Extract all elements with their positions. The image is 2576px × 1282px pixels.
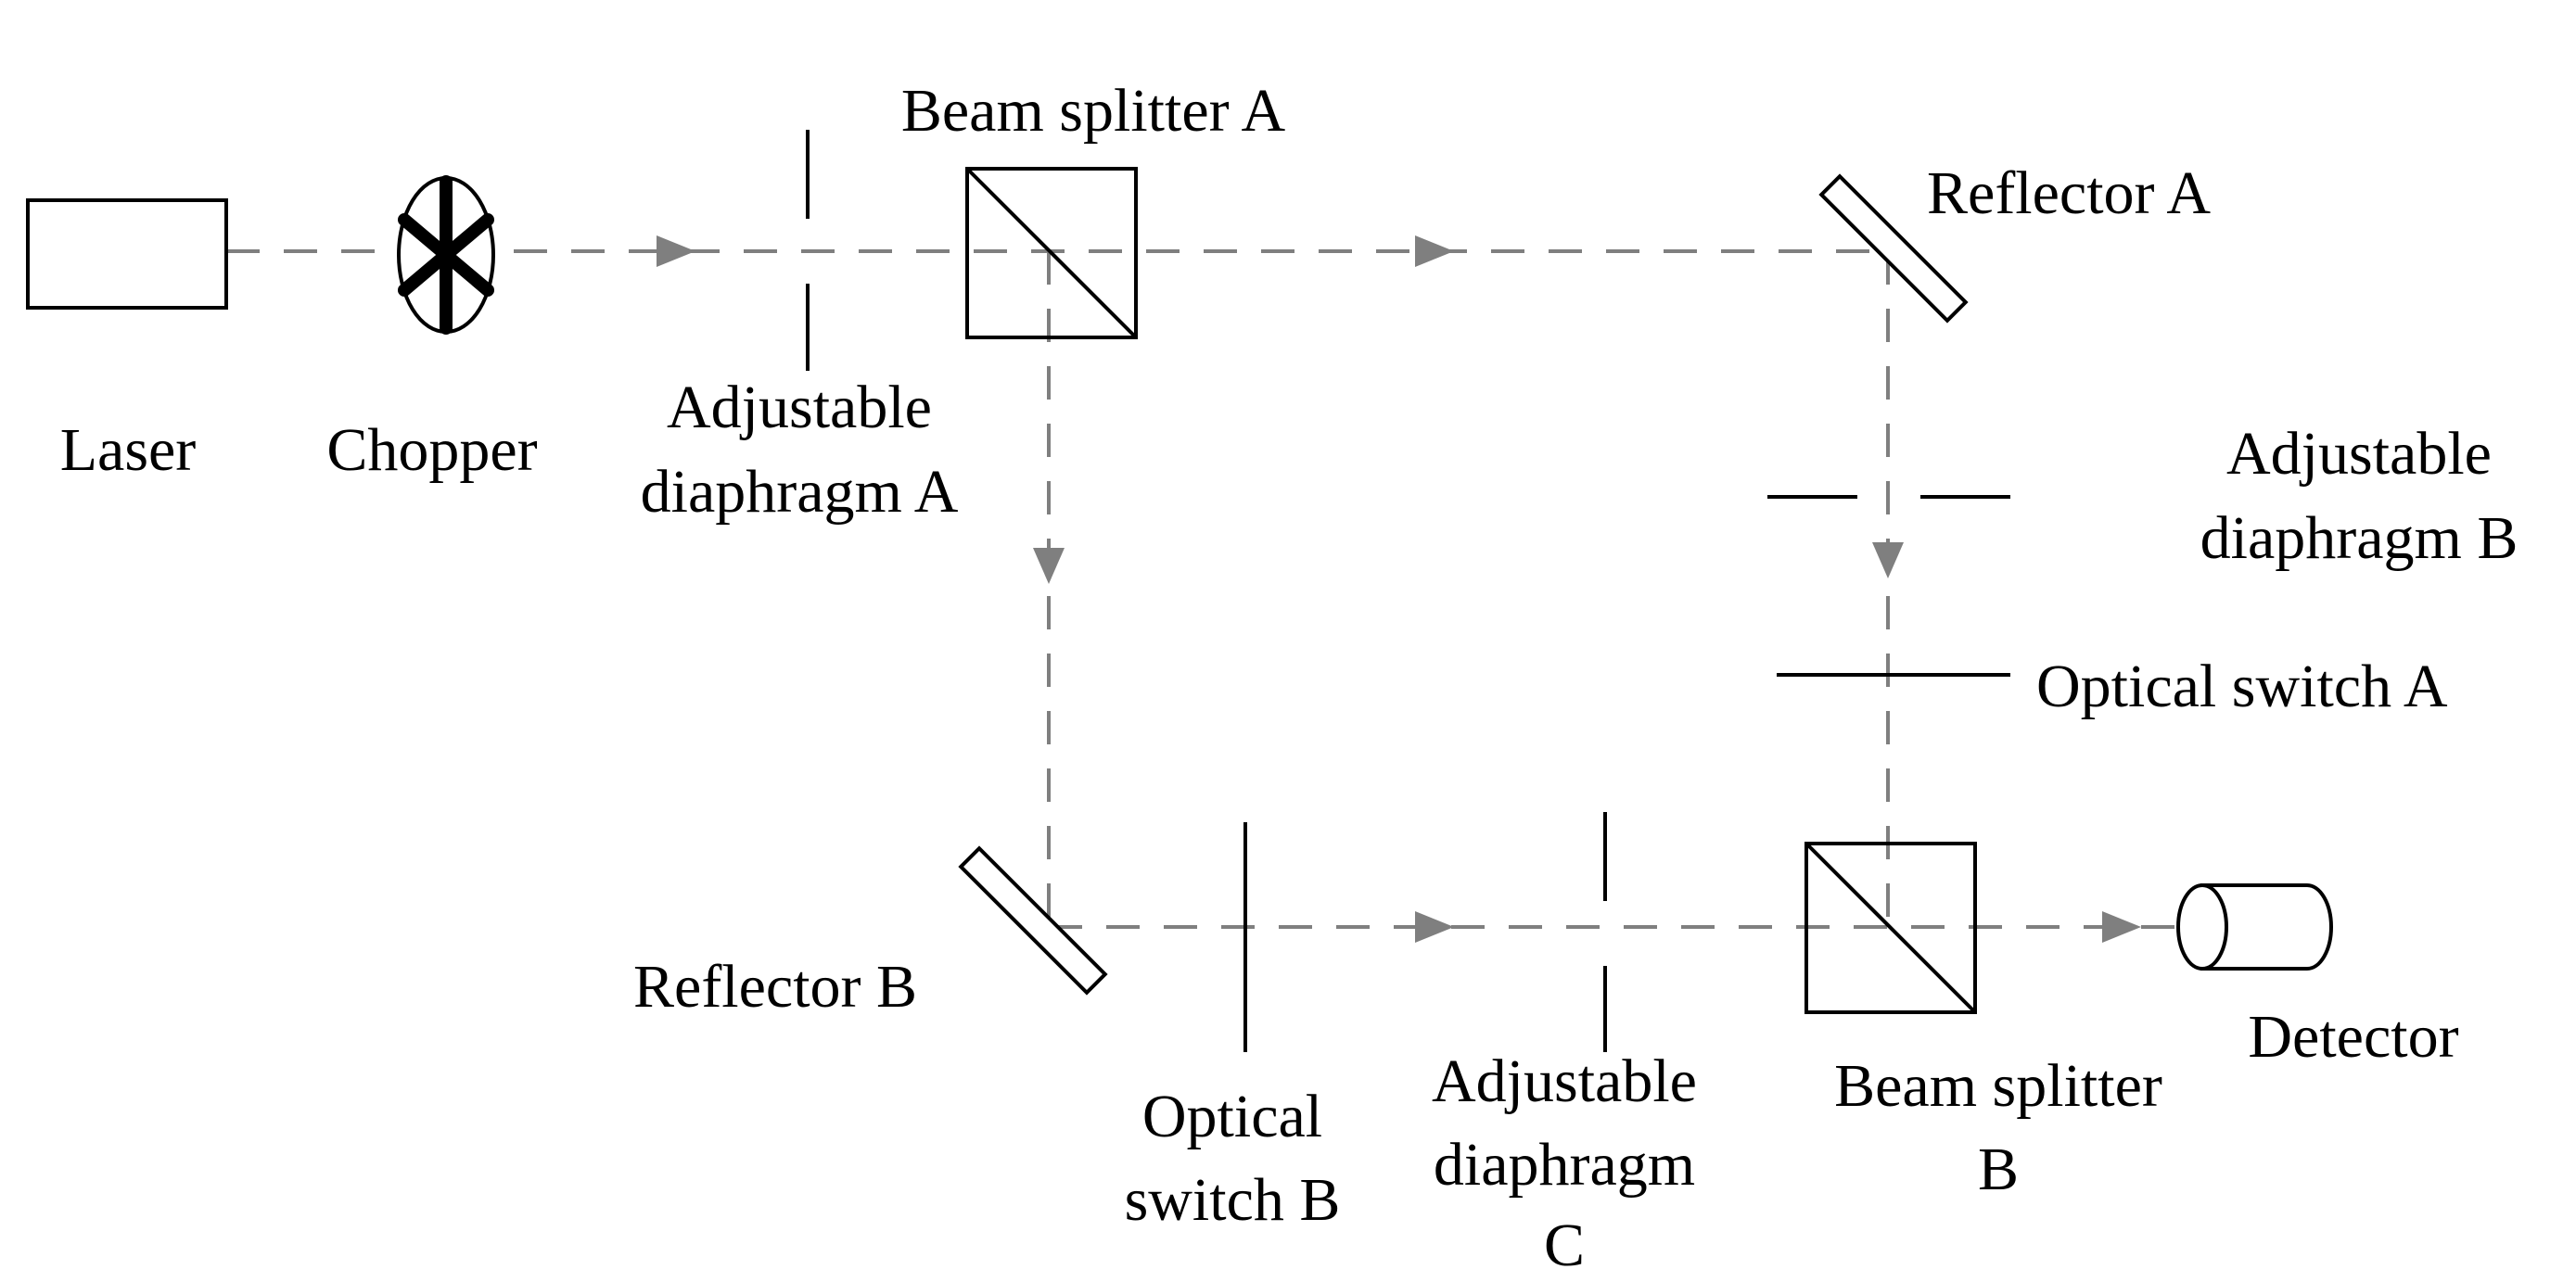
arrow-right-2 [1415, 235, 1454, 267]
label-optical-switch-b-line1: Optical [1142, 1083, 1322, 1150]
reflector-a-icon [1818, 173, 1969, 324]
arrow-right-1 [657, 235, 695, 267]
beam-splitter-a-icon [965, 167, 1138, 339]
label-adjustable-diaphragm-b-line2: diaphragm B [2200, 504, 2519, 572]
arrow-down-left [1033, 548, 1065, 584]
label-adjustable-diaphragm-c-line2: diaphragm [1434, 1131, 1695, 1199]
laser-box [26, 198, 228, 310]
reflector-b-icon [958, 845, 1108, 996]
label-adjustable-diaphragm-a-line2: diaphragm A [641, 458, 959, 526]
arrow-down-right [1872, 542, 1904, 578]
label-beam-splitter-a: Beam splitter A [901, 77, 1286, 145]
label-reflector-b: Reflector B [633, 953, 917, 1021]
label-adjustable-diaphragm-a-line1: Adjustable [667, 374, 932, 441]
label-optical-switch-b-line2: switch B [1125, 1166, 1341, 1234]
arrow-right-4 [2102, 911, 2141, 943]
beam-arrows [657, 235, 2141, 943]
labels: Laser Chopper Beam splitter A Adjustable… [60, 77, 2519, 1279]
label-beam-splitter-b-line2: B [1978, 1136, 2019, 1203]
label-adjustable-diaphragm-c-line1: Adjustable [1432, 1047, 1697, 1115]
label-laser: Laser [60, 416, 197, 484]
label-chopper: Chopper [326, 416, 537, 484]
label-detector: Detector [2248, 1003, 2458, 1071]
label-beam-splitter-b-line1: Beam splitter [1834, 1052, 2162, 1120]
label-adjustable-diaphragm-b-line1: Adjustable [2226, 420, 2492, 488]
detector-icon [2176, 883, 2333, 971]
arrow-right-3 [1415, 911, 1454, 943]
beam-splitter-b-icon [1804, 842, 1977, 1014]
label-optical-switch-a: Optical switch A [2036, 653, 2448, 720]
label-adjustable-diaphragm-c-line3: C [1544, 1212, 1585, 1279]
chopper-icon [397, 175, 495, 335]
beam-paths [226, 249, 2202, 929]
label-reflector-a: Reflector A [1927, 159, 2211, 227]
